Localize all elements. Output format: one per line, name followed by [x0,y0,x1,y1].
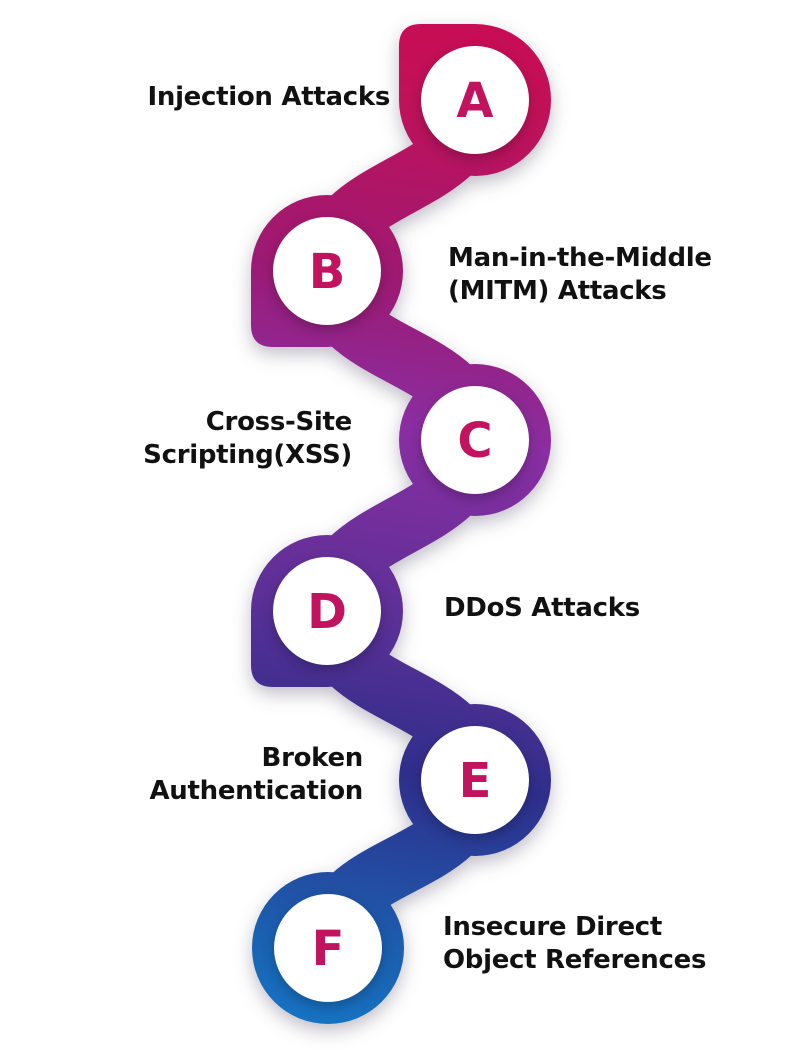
label-injection-attacks: Injection Attacks [147,81,390,114]
label-line: DDoS Attacks [444,593,640,623]
label-ddos-attacks: DDoS Attacks [444,592,640,625]
node-circle-a [421,46,529,154]
node-circle-c [421,386,529,494]
label-mitm-attacks: Man-in-the-Middle (MITM) Attacks [448,242,712,308]
label-line: Insecure Direct [443,912,663,942]
chain-node-circles [273,46,529,1002]
node-letter-d: D [307,584,347,640]
chain-node-letters: A B C D E F [307,73,494,977]
node-circle-b [273,217,381,325]
label-cross-site-scripting: Cross-Site Scripting(XSS) [143,406,352,472]
label-insecure-direct-object-references: Insecure Direct Object References [443,911,706,977]
label-line: Object References [443,945,707,975]
label-line: Man-in-the-Middle [448,243,712,273]
label-broken-authentication: Broken Authentication [149,742,363,808]
label-line: Injection Attacks [147,82,390,112]
label-line: Scripting(XSS) [143,440,352,470]
node-circle-f [274,894,382,1002]
node-circle-d [273,557,381,665]
node-letter-e: E [459,753,492,809]
node-letter-f: F [312,921,345,977]
node-letter-a: A [456,73,493,129]
label-line: Broken [261,743,364,773]
node-circle-e [421,726,529,834]
label-line: (MITM) Attacks [448,276,667,306]
node-letter-b: B [309,244,346,300]
node-letter-c: C [457,413,492,469]
label-line: Authentication [149,776,363,806]
chain-body [251,24,551,1024]
label-line: Cross-Site [205,407,353,437]
